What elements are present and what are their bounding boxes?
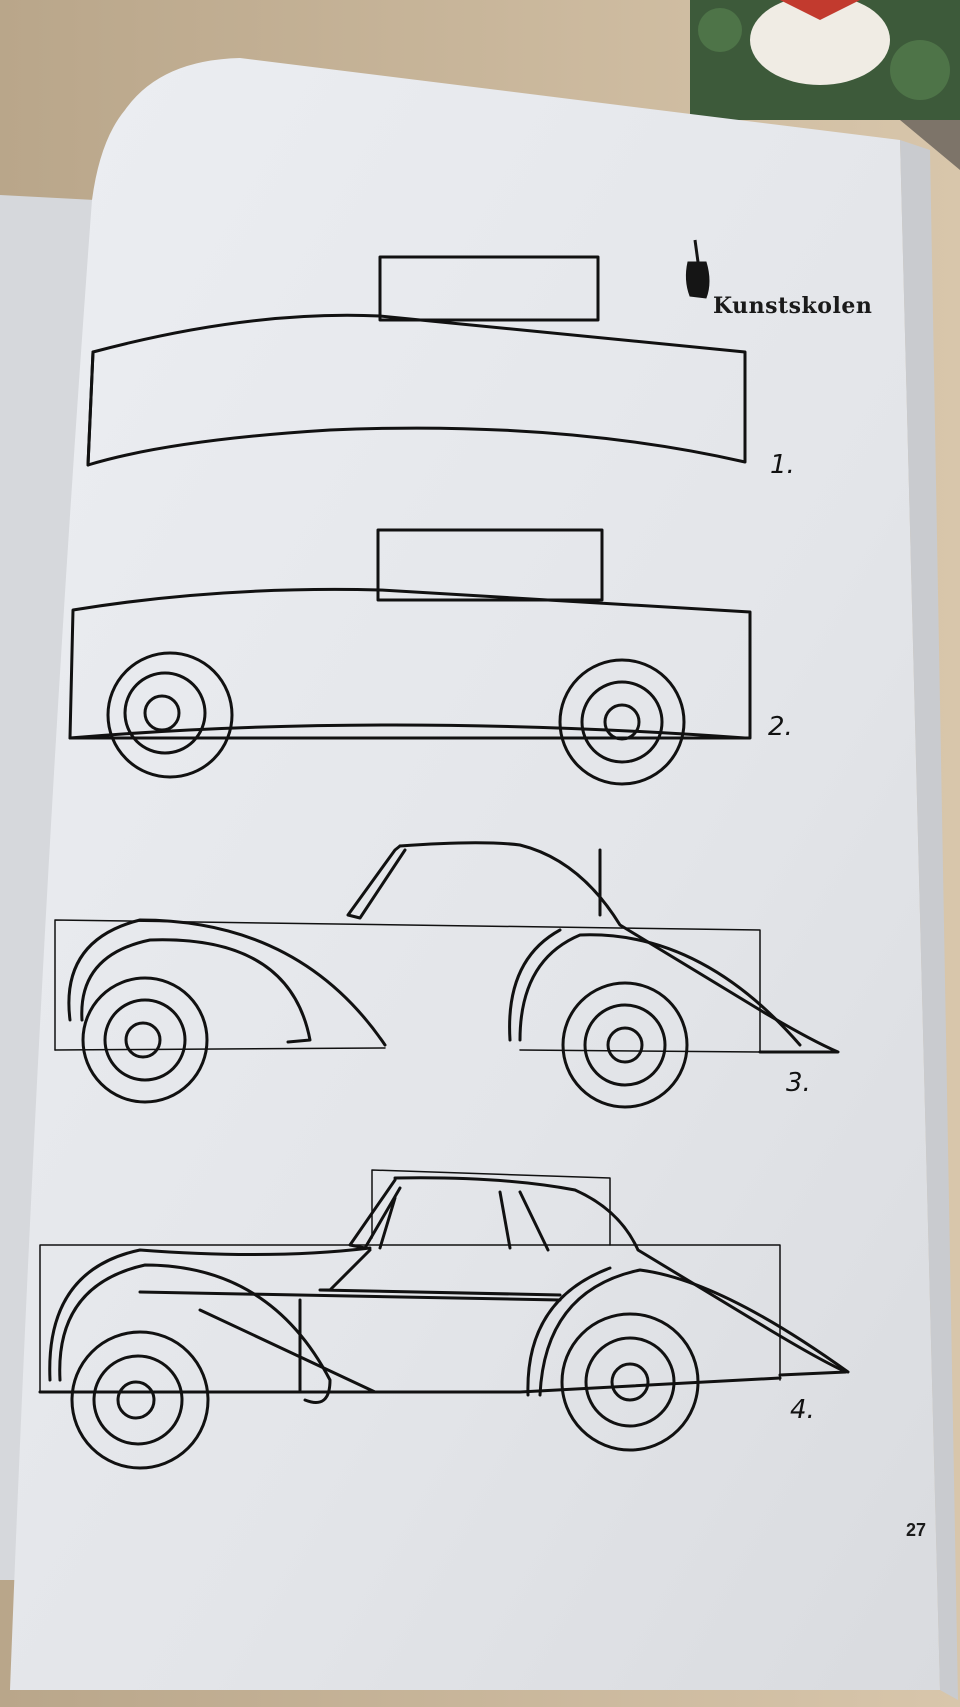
car-drawing-steps (38, 255, 850, 1470)
step-4-drawing (38, 1169, 850, 1470)
brand-name: Kunstskolen (713, 293, 873, 319)
step-1-drawing (86, 255, 747, 467)
book-page (10, 58, 940, 1690)
step-1-label: 1. (770, 450, 795, 480)
step-3-label: 3. (786, 1068, 811, 1098)
step-4-label: 4. (790, 1395, 815, 1425)
kunstskolen-logo (685, 239, 710, 299)
page-number: 27 (906, 1520, 927, 1540)
step-3-drawing (54, 841, 840, 1109)
christmas-decoration (690, 0, 960, 120)
step-2-label: 2. (768, 712, 793, 742)
step-2-drawing (68, 528, 752, 786)
page-edge (900, 140, 958, 1700)
